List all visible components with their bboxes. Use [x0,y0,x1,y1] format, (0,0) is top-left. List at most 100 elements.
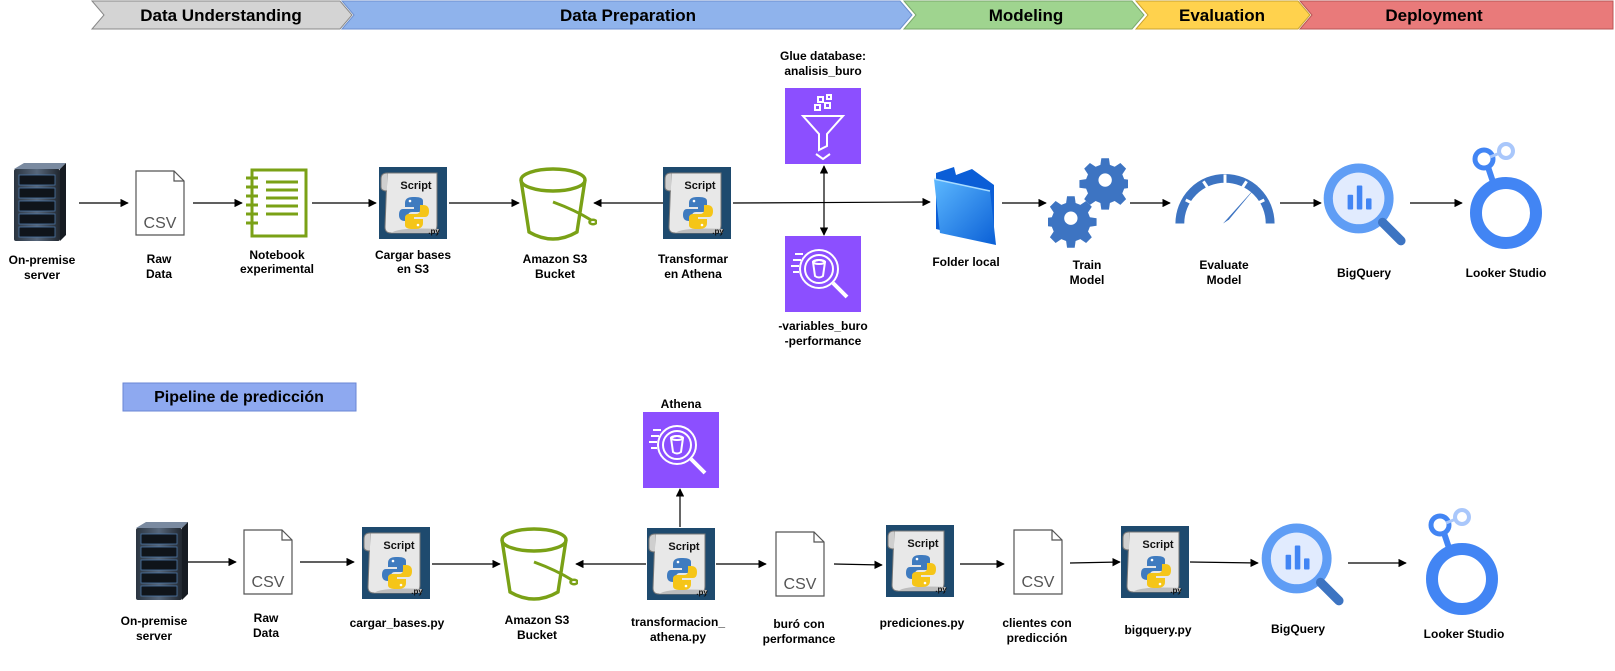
edge-transformar-to-folder [732,197,931,207]
edge-p-clientes-to-bigquerypy [1069,557,1121,567]
label-train-line1: Train [1073,258,1102,272]
label-p-clientes-line2: predicción [1007,631,1068,645]
prediction-edges [186,488,1407,570]
label-notebook-line1: Notebook [249,248,305,262]
gauge-icon [1180,174,1270,223]
label-folder-local: Folder local [932,255,999,269]
label-raw-line1: Raw [147,252,172,266]
node-p-transformacion: Script .py transformacion_ athena.py [631,528,725,644]
glue-icon [785,88,861,164]
s3-bucket-icon [500,527,578,601]
bigquery-icon [1324,163,1401,240]
py-icon-text: .py [696,588,708,597]
label-p-on-premise-line2: server [136,629,172,643]
node-folder-local: Folder local [932,166,1000,269]
label-raw-line2: Data [146,267,172,281]
phase-data-understanding [90,0,353,30]
node-p-looker-studio: Looker Studio [1424,510,1504,641]
phase-label-evaluation: Evaluation [1179,6,1265,25]
script-icon-text: Script [1142,539,1174,551]
py-icon-text: .py [411,587,423,596]
looker-studio-icon [1475,144,1536,243]
athena-icon [785,236,861,312]
py-icon-text: .py [935,585,947,594]
prediction-row: On-premise server CSV Raw Data Script .p… [121,397,1505,646]
phase-label-data-preparation: Data Preparation [560,6,696,25]
node-p-s3-bucket: Amazon S3 Bucket [500,527,578,642]
label-bigquery: BigQuery [1337,266,1391,280]
py-icon-text: .py [1170,586,1182,595]
label-glue-line2: analisis_buro [784,64,861,78]
label-p-raw-line2: Data [253,626,279,640]
looker-studio-icon [1431,510,1492,609]
node-p-raw-data: CSV Raw Data [243,529,293,640]
bigquery-icon [1262,523,1339,600]
training-row: On-premise server CSV Raw Data Notebook … [9,49,1547,348]
node-p-buro-csv: CSV buró con performance [763,531,836,646]
label-p-cargar: cargar_bases.py [350,616,445,630]
label-transformar-line2: en Athena [664,267,722,281]
pipeline-title-box [122,382,357,412]
label-p-transformacion-line2: athena.py [650,630,706,644]
phase-label-deployment: Deployment [1385,6,1483,25]
node-notebook: Notebook experimental [240,168,314,276]
csv-icon-text: CSV [252,574,285,591]
label-p-raw-line1: Raw [254,611,279,625]
label-p-transformacion-line1: transformacion_ [631,615,725,629]
node-glue-database: Glue database: analisis_buro [780,49,866,164]
notebook-icon [244,168,308,238]
edge-p-bigquerypy-to-bigquery [1189,558,1259,568]
label-athena-tables-line1: -variables_buro [778,319,867,333]
label-p-buro-line1: buró con [773,617,824,631]
script-icon-text: Script [383,540,415,552]
label-p-bigquery: BigQuery [1271,622,1325,636]
node-p-prediciones: Script .py prediciones.py [880,525,965,630]
folder-icon [933,166,997,246]
node-p-on-premise-server: On-premise server [121,522,188,643]
node-raw-data: CSV Raw Data [135,170,185,281]
label-on-premise-line1: On-premise [9,253,76,267]
label-p-buro-line2: performance [763,632,836,646]
node-on-premise-server: On-premise server [9,163,76,282]
server-icon [135,522,188,601]
label-p-clientes-line1: clientes con [1002,616,1071,630]
node-s3-bucket: Amazon S3 Bucket [519,167,597,281]
node-p-cargar-bases: Script .py cargar_bases.py [350,527,445,630]
phase-deployment [1298,0,1614,30]
label-p-athena: Athena [661,397,702,411]
label-glue-line1: Glue database: [780,49,866,63]
node-looker-studio: Looker Studio [1466,144,1547,280]
csv-icon-text: CSV [144,215,177,232]
label-looker: Looker Studio [1466,266,1547,280]
csv-icon-text: CSV [784,576,817,593]
label-on-premise-line2: server [24,268,60,282]
server-icon [13,163,66,242]
csv-icon-text: CSV [1022,574,1055,591]
py-icon-text: .py [712,227,724,236]
node-cargar-bases: Script .py Cargar bases en S3 [375,167,451,276]
node-p-clientes-csv: CSV clientes con predicción [1002,529,1072,645]
athena-icon [643,412,719,488]
py-icon-text: .py [428,227,440,236]
node-evaluate-model: Evaluate Model [1180,174,1270,287]
label-evaluate-line2: Model [1207,273,1242,287]
s3-bucket-icon [519,167,597,241]
node-p-bigquery: BigQuery [1262,523,1339,636]
script-icon-text: Script [668,541,700,553]
node-athena-tables: -variables_buro -performance [778,236,868,348]
edge-p-buro-to-prediciones [833,560,883,570]
label-cargar-line2: en S3 [397,262,429,276]
script-icon-text: Script [907,538,939,550]
node-transformar: Script .py Transformar en Athena [658,167,731,281]
phase-evaluation [1134,0,1311,30]
label-athena-tables-line2: -performance [785,334,862,348]
phase-banners: Data Understanding Data Preparation Mode… [90,0,1614,30]
label-cargar-line1: Cargar bases [375,248,451,262]
phase-modeling [902,0,1145,30]
label-p-on-premise-line1: On-premise [121,614,188,628]
node-bigquery: BigQuery [1324,163,1401,280]
phase-data-preparation [340,0,913,30]
node-p-athena: Athena [643,397,719,488]
phase-label-modeling: Modeling [989,6,1064,25]
